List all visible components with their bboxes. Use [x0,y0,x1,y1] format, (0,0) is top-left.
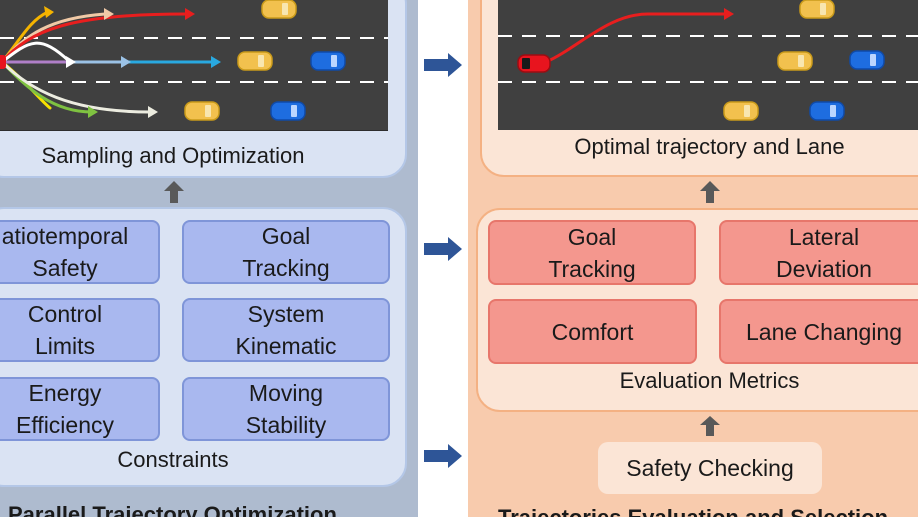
left-panel-title: Parallel Trajectory Optimization [8,502,337,517]
constraint-spatiotemporal-safety: atiotemporal Safety [0,220,160,284]
metric-lane-changing: Lane Changing [719,299,918,364]
constraint-system-kinematic: System Kinematic [182,298,390,362]
yellow-car-icon [723,101,759,121]
constraint-goal-tracking: Goal Tracking [182,220,390,284]
yellow-car-icon [261,0,297,19]
up-arrow-icon [700,416,720,436]
metrics-caption: Evaluation Metrics [619,368,800,393]
constraints-caption: Constraints [117,447,229,472]
blue-car-icon [849,50,885,70]
safety-checking-box: Safety Checking [598,442,822,494]
constraint-energy-efficiency: Energy Efficiency [0,377,160,441]
metric-lateral-deviation: Lateral Deviation [719,220,918,285]
right-panel-title: Trajectories Evaluation and Selection [498,505,888,517]
flow-arrow-icon [424,444,462,468]
constraint-moving-stability: Moving Stability [182,377,390,441]
optimal-caption: Optimal trajectory and Lane [574,134,845,159]
metric-goal-tracking: Goal Tracking [488,220,696,285]
yellow-car-icon [799,0,835,19]
up-arrow-icon [164,181,184,203]
yellow-car-icon [777,51,813,71]
right-road-scene [498,0,918,130]
blue-car-icon [310,51,346,71]
red-car-icon [517,54,551,73]
flow-arrow-icon [424,237,462,261]
left-road-scene [0,0,388,131]
metric-comfort: Comfort [488,299,697,364]
blue-car-icon [270,101,306,121]
yellow-car-icon [184,101,220,121]
optimal-trajectory-graphic [498,0,918,121]
parallel-optimization-panel: Sampling and Optimization atiotemporal S… [0,0,418,517]
evaluation-selection-panel: Optimal trajectory and Lane Goal Trackin… [468,0,918,517]
up-arrow-icon [700,181,720,203]
yellow-car-icon [237,51,273,71]
sampled-trajectories-graphic [0,0,388,121]
blue-car-icon [809,101,845,121]
constraint-control-limits: Control Limits [0,298,160,362]
sampling-caption: Sampling and Optimization [41,143,305,168]
flow-arrow-icon [424,53,462,77]
